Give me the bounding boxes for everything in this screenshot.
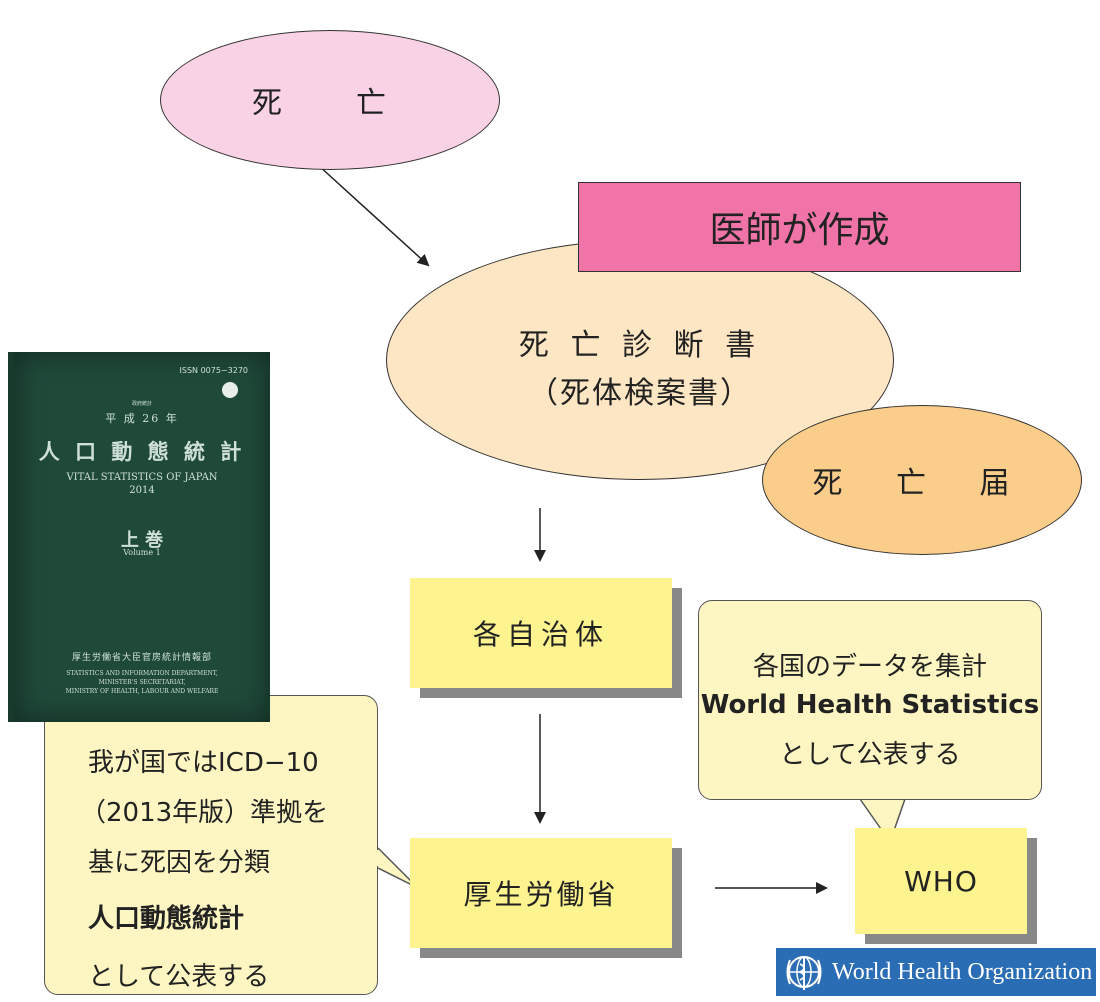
mhlw-label: 厚生労働省 — [463, 878, 619, 911]
book-en-year: 2014 — [129, 485, 155, 496]
book-volume: 上 巻 — [120, 530, 164, 551]
municipalities-label: 各自治体 — [472, 618, 609, 651]
book-issn: ISSN 0075−3270 — [179, 366, 248, 375]
book-title: 人 口 動 態 統 計 — [38, 439, 246, 464]
certificate-subtitle: （死体検案書） — [528, 376, 752, 411]
doctor-creates-label: 医師が作成 — [709, 210, 890, 251]
book-publisher-en3: MINISTRY OF HEALTH, LABOUR AND WELFARE — [65, 688, 219, 695]
mhlw-node: 厚生労働省 — [410, 838, 672, 948]
book-seal-icon — [222, 382, 238, 398]
certificate-title: 死 亡 診 断 書 — [518, 328, 762, 363]
who-label: WHO — [904, 864, 978, 898]
doctor-creates-box: 医師が作成 — [578, 182, 1021, 272]
who-logo: World Health Organization — [776, 948, 1096, 996]
callout-japan-line2: （2013年版）準拠を — [80, 798, 329, 828]
callout-japan — [44, 695, 378, 995]
death-notification-node: 死 亡 届 — [762, 405, 1082, 555]
death-label: 死 亡 — [252, 86, 408, 121]
callout-japan-line4: 人口動態統計 — [88, 904, 245, 934]
book-publisher-en2: MINISTER'S SECRETARIAT, — [98, 679, 186, 686]
who-emblem-icon — [786, 956, 822, 990]
book-year: 平 成 26 年 — [105, 412, 179, 425]
death-node: 死 亡 — [160, 30, 500, 170]
book-en-title: VITAL STATISTICS OF JAPAN — [66, 472, 218, 483]
callout-who-line1: 各国のデータを集計 — [752, 652, 987, 682]
book-volume-en: Volume 1 — [123, 548, 161, 557]
municipalities-node: 各自治体 — [410, 578, 672, 688]
callout-who-line2: World Health Statistics — [700, 690, 1040, 720]
callout-who — [698, 600, 1042, 800]
book-publisher-en1: STATISTICS AND INFORMATION DEPARTMENT, — [66, 670, 218, 677]
death-notification-label: 死 亡 届 — [812, 466, 1032, 501]
book-publisher: 厚生労働省大臣官房統計情報部 — [71, 653, 212, 663]
who-node: WHO — [855, 828, 1027, 934]
arrow-death-to-certificate — [317, 164, 430, 267]
vital-statistics-book-cover: ISSN 0075−3270 政府統計 平 成 26 年 人 口 動 態 統 計… — [8, 352, 270, 722]
book-seal-label: 政府統計 — [131, 401, 152, 407]
callout-who-line3: として公表する — [779, 740, 961, 770]
callout-japan-line1: 我が国ではICD−10 — [88, 748, 319, 778]
callout-japan-line3: 基に死因を分類 — [88, 848, 271, 878]
who-logo-text: World Health Organization — [832, 958, 1093, 985]
callout-japan-line5: として公表する — [88, 962, 270, 992]
